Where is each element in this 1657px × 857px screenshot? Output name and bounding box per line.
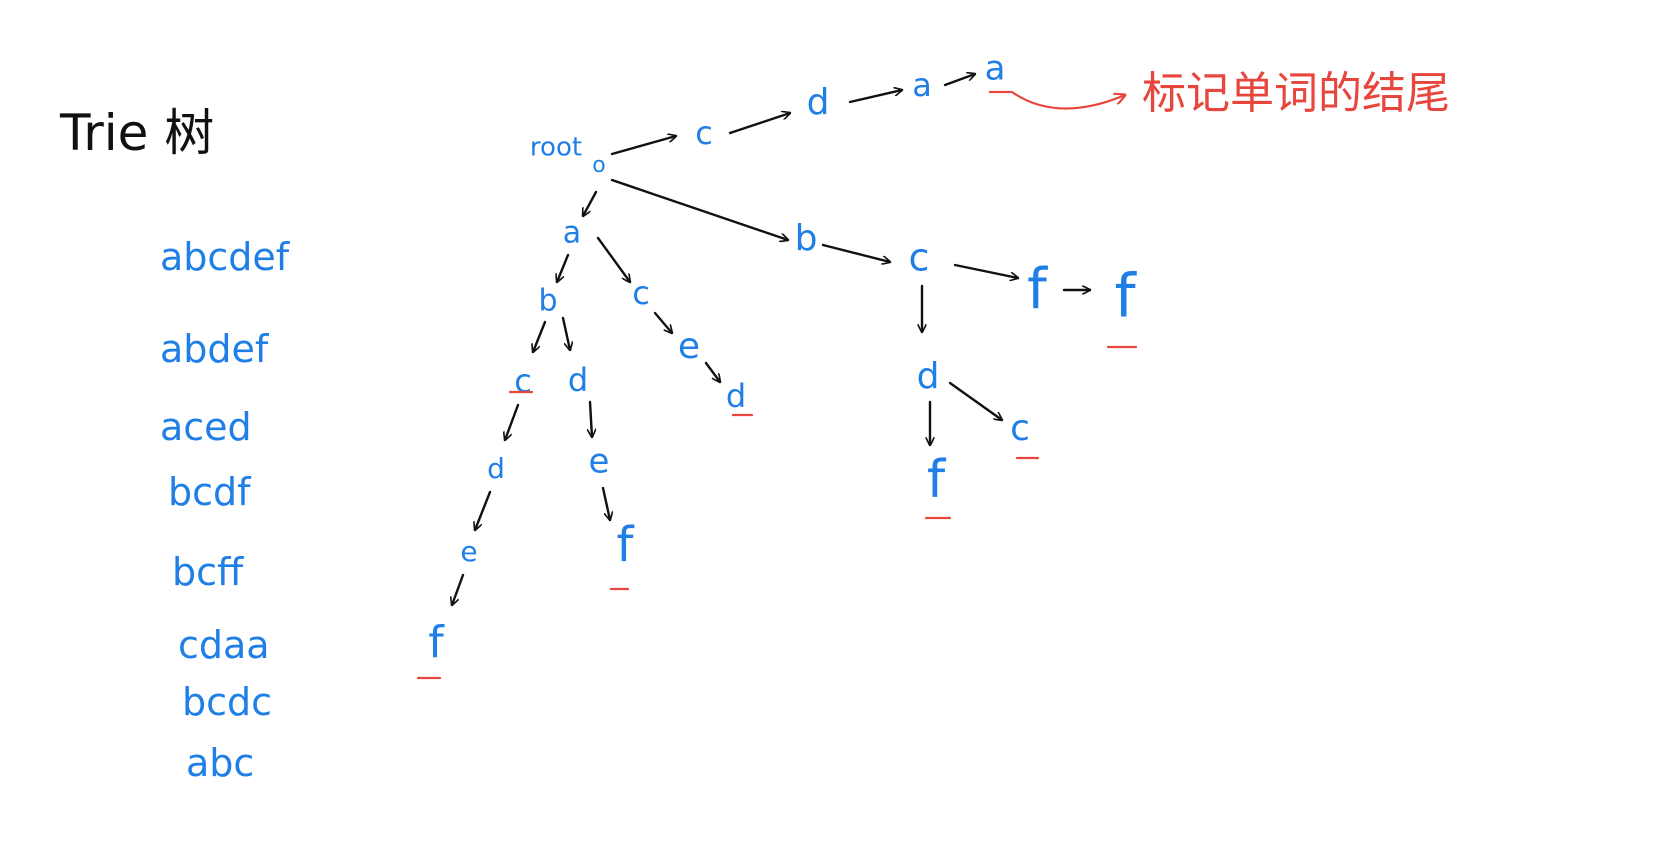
trie-edges <box>452 74 1092 605</box>
word-item: abdef <box>160 327 270 371</box>
edge-c-e <box>653 311 672 333</box>
word-item: bcff <box>172 550 244 594</box>
edge-d-e5 <box>590 400 592 439</box>
edge-d-e4 <box>475 490 492 530</box>
trie-node: f <box>927 450 947 510</box>
root-node-dot: o <box>592 153 605 178</box>
trie-node: b <box>538 284 557 319</box>
trie-node: c <box>632 274 650 312</box>
trie-node: c <box>695 114 713 152</box>
word-item: aced <box>160 405 252 449</box>
end-of-word-markers <box>416 90 1138 680</box>
trie-node: c <box>1010 408 1030 449</box>
trie-node: f <box>1114 262 1137 332</box>
trie-node: f <box>617 517 635 573</box>
trie-node: b <box>795 218 818 259</box>
edge-b-d3 <box>561 316 570 350</box>
trie-node: f <box>1027 257 1048 322</box>
trie-node: c <box>514 362 532 400</box>
edge-root-b <box>610 178 788 240</box>
end-marker-annotation: 标记单词的结尾 <box>1142 68 1450 119</box>
trie-node: d <box>568 361 588 399</box>
trie-node: d <box>726 377 746 415</box>
trie-node: d <box>487 452 505 485</box>
diagram-title: Trie 树 <box>59 104 214 162</box>
trie-node: e <box>678 326 700 367</box>
trie-node: a <box>563 216 581 251</box>
edge-c-d <box>728 113 790 135</box>
edge-d-a <box>848 90 902 104</box>
word-item: bcdc <box>182 680 272 724</box>
trie-node: f <box>428 617 445 668</box>
word-item: bcdf <box>168 470 252 514</box>
edge-b-c <box>821 243 890 262</box>
edge-a-c <box>596 236 630 282</box>
edge-root-a <box>583 190 598 216</box>
edge-a-b <box>557 253 570 282</box>
word-list: abcdef abdef aced bcdf bcff cdaa bcdc ab… <box>160 235 291 785</box>
edge-b-c3 <box>533 320 547 352</box>
edge-e-f5 <box>601 486 610 520</box>
word-item: abc <box>186 741 254 785</box>
trie-node: a <box>985 49 1006 89</box>
trie-node: e <box>460 535 477 568</box>
edge-d-c2 <box>948 381 1002 420</box>
trie-node: c <box>909 236 930 280</box>
word-item: abcdef <box>160 235 291 279</box>
edge-a-a <box>943 74 975 87</box>
edge-e-d <box>704 361 720 382</box>
trie-nodes: c d a a a b c e d c d d e f e f b c f f … <box>428 49 1137 669</box>
edge-e-f4 <box>452 573 465 605</box>
word-item: cdaa <box>178 623 270 667</box>
trie-node: a <box>912 66 932 104</box>
annotation-pointer <box>1010 90 1125 110</box>
root-node-label: root <box>530 133 582 163</box>
trie-node: d <box>807 82 830 123</box>
trie-node: d <box>917 356 940 397</box>
trie-node: e <box>589 442 610 482</box>
edge-root-c <box>610 136 676 156</box>
edge-c-d4 <box>505 403 520 440</box>
edge-c-f <box>953 263 1018 278</box>
